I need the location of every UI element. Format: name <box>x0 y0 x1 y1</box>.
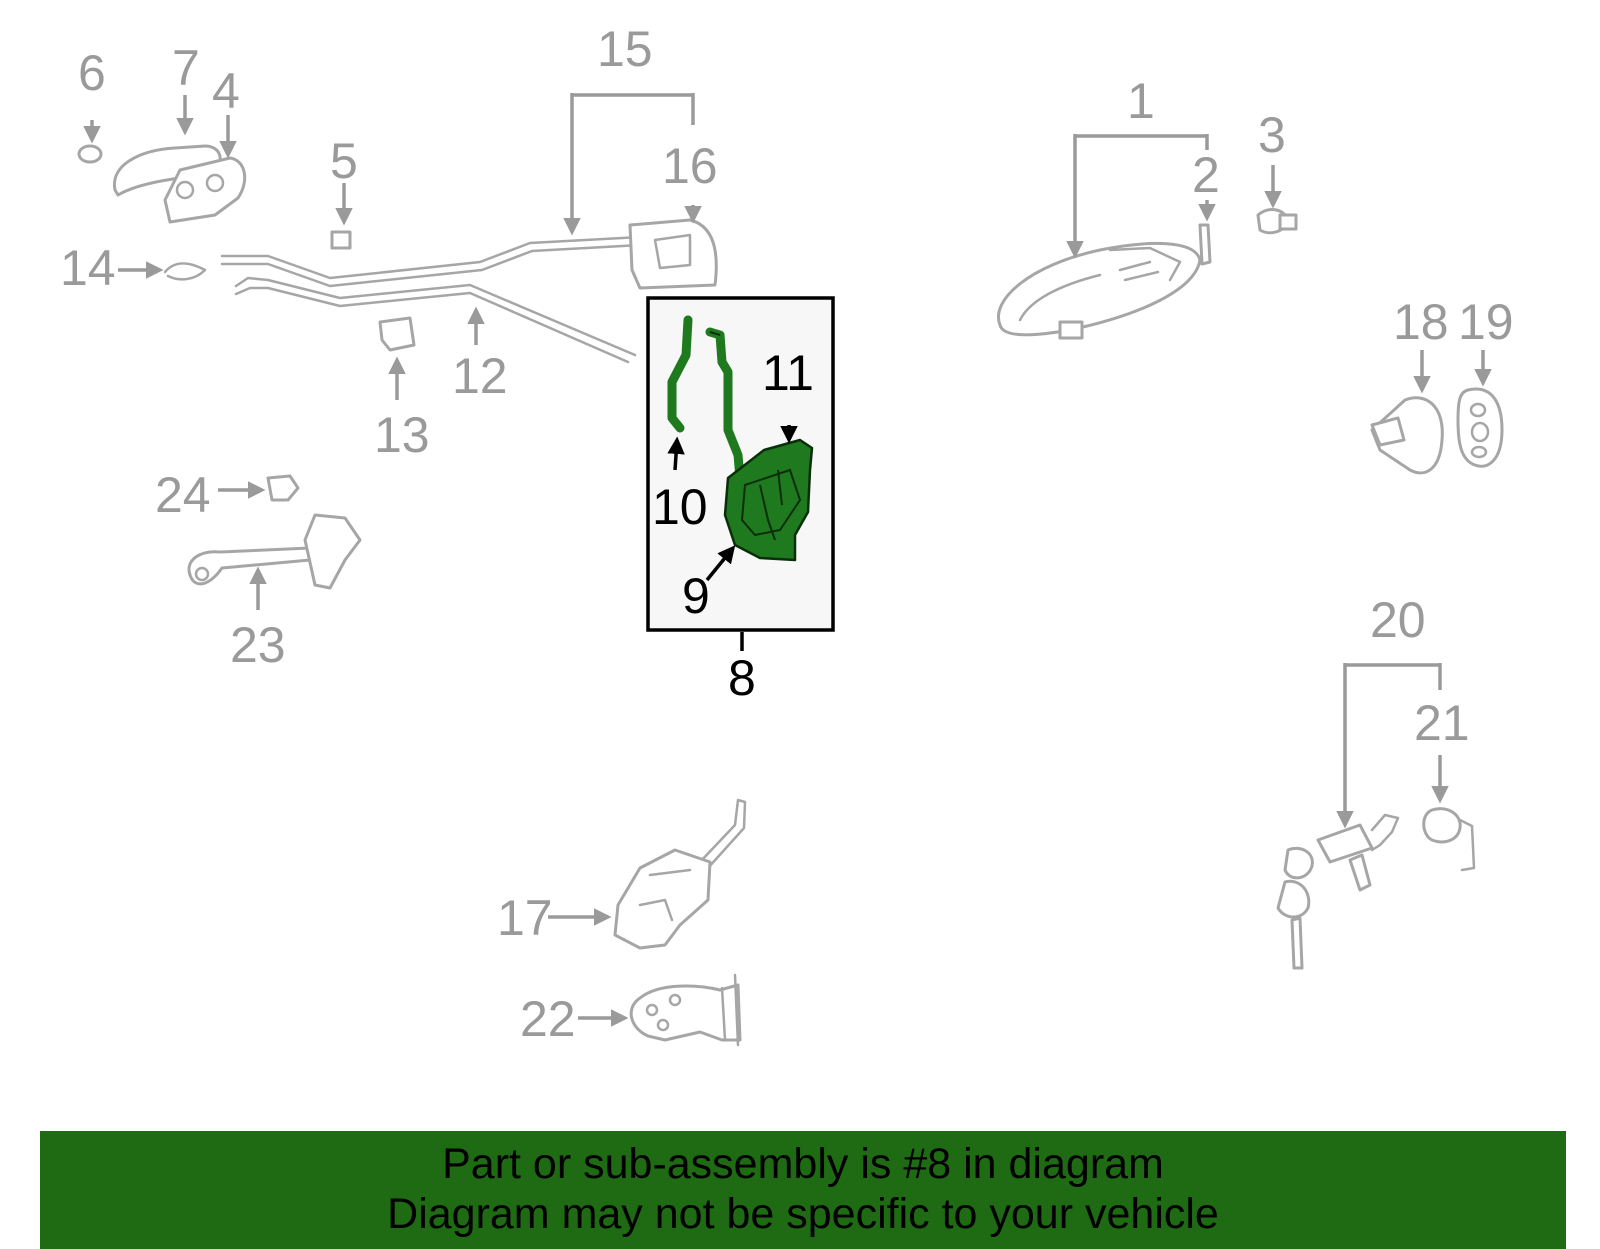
callout-8: 8 <box>728 650 756 706</box>
lock-cylinder-parts <box>1276 807 1476 970</box>
lock-actuator <box>613 798 747 950</box>
callout-18: 18 <box>1393 294 1449 350</box>
banner-line-1: Part or sub-assembly is #8 in diagram <box>442 1140 1164 1188</box>
callout-15: 15 <box>597 21 653 77</box>
callout-22: 22 <box>520 991 576 1047</box>
callout-12: 12 <box>452 348 508 404</box>
lock-rods <box>220 235 642 364</box>
callout-1: 1 <box>1127 73 1155 129</box>
banner-line-2: Diagram may not be specific to your vehi… <box>387 1190 1219 1238</box>
callout-9: 9 <box>682 568 710 624</box>
callout-11: 11 <box>762 345 814 401</box>
callout-24: 24 <box>155 467 211 523</box>
callout-13: 13 <box>374 407 430 463</box>
inside-handle-parts <box>77 144 247 224</box>
callout-20: 20 <box>1370 592 1426 648</box>
callout-14: 14 <box>60 240 116 296</box>
info-banner: Part or sub-assembly is #8 in diagram Di… <box>40 1131 1566 1249</box>
callout-10: 10 <box>652 479 708 535</box>
callout-16: 16 <box>662 138 718 194</box>
callout-4: 4 <box>212 63 240 119</box>
callout-17: 17 <box>497 890 553 946</box>
callout-23: 23 <box>230 617 286 673</box>
door-check <box>187 513 362 590</box>
callout-19: 19 <box>1458 294 1514 350</box>
callout-2: 2 <box>1192 147 1220 203</box>
outside-handle <box>997 208 1298 340</box>
door-hinge <box>629 973 742 1047</box>
callout-3: 3 <box>1258 107 1286 163</box>
callout-7: 7 <box>172 40 200 96</box>
callout-6: 6 <box>78 45 106 101</box>
highlight-box-8 <box>646 296 835 632</box>
callout-5: 5 <box>330 133 358 189</box>
part-16 <box>628 218 718 290</box>
striker-parts <box>1370 387 1504 475</box>
callout-21: 21 <box>1414 695 1470 751</box>
